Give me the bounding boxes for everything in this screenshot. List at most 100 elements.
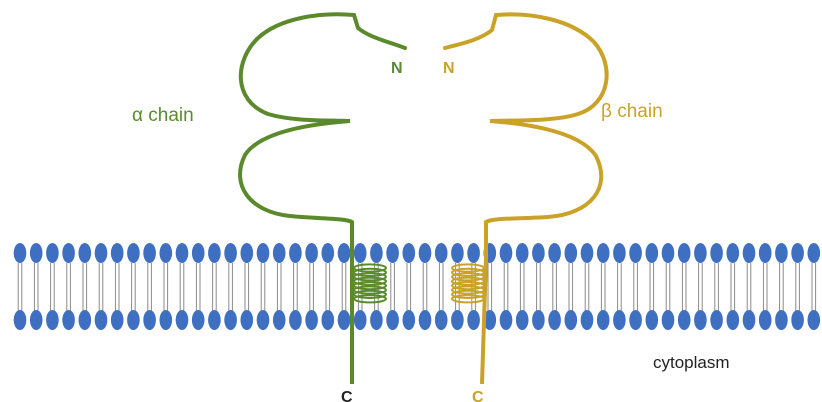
phospholipid-head <box>499 243 513 263</box>
alpha-chain <box>238 12 407 384</box>
phospholipid-head <box>370 310 383 330</box>
phospholipid-head <box>386 243 399 263</box>
phospholipid-head <box>191 310 205 330</box>
phospholipid-head <box>710 310 723 330</box>
phospholipid-head <box>29 243 43 263</box>
beta-chain <box>443 12 609 385</box>
phospholipid-head <box>386 310 399 330</box>
phospholipid-head <box>580 310 594 330</box>
helix-turn <box>353 281 387 291</box>
phospholipid-head <box>451 243 464 263</box>
phospholipid-head <box>742 310 756 330</box>
phospholipid-head <box>256 310 270 330</box>
phospholipid-head <box>661 243 675 263</box>
phospholipid-head <box>758 310 772 330</box>
cell-membrane <box>13 243 821 330</box>
phospholipid-head <box>726 243 740 263</box>
phospholipid-head <box>240 243 254 263</box>
phospholipid-head <box>418 243 432 263</box>
phospholipid-head <box>467 310 480 330</box>
beta-n-terminus-label: N <box>443 60 455 77</box>
phospholipid-head <box>499 310 513 330</box>
phospholipid-head <box>240 310 254 330</box>
phospholipid-head <box>94 243 108 263</box>
phospholipid-head <box>78 310 92 330</box>
phospholipid-head <box>272 243 286 263</box>
phospholipid-head <box>564 310 578 330</box>
helix-turn <box>451 267 485 277</box>
phospholipid-head <box>742 243 756 263</box>
phospholipid-head <box>143 310 156 330</box>
phospholipid-head <box>532 310 545 330</box>
helix-turn <box>353 276 387 286</box>
phospholipid-head <box>78 243 92 263</box>
phospholipid-head <box>807 243 821 263</box>
phospholipid-head <box>613 310 626 330</box>
helix-turn <box>353 272 387 282</box>
phospholipid-head <box>548 243 561 263</box>
phospholipid-head <box>694 310 707 330</box>
beta-transmembrane-helix <box>451 263 485 304</box>
alpha-n-terminus-label: N <box>391 60 403 77</box>
beta-chain-label: β chain <box>601 101 663 122</box>
phospholipid-head <box>208 243 221 263</box>
helix-turn <box>451 294 485 304</box>
helix-turn <box>353 294 387 304</box>
alpha-c-terminus-label: C <box>341 389 353 402</box>
phospholipid-head <box>677 310 691 330</box>
phospholipid-head <box>791 243 804 263</box>
phospholipid-head <box>46 310 59 330</box>
phospholipid-head <box>159 243 173 263</box>
phospholipid-head <box>677 243 691 263</box>
phospholipid-head <box>775 310 788 330</box>
phospholipid-head <box>208 310 221 330</box>
phospholipid-head <box>62 243 75 263</box>
phospholipid-head <box>694 243 707 263</box>
phospholipid-head <box>580 243 594 263</box>
beta-c-terminus-label: C <box>472 389 484 402</box>
phospholipid-head <box>305 310 318 330</box>
phospholipid-head <box>175 310 189 330</box>
phospholipid-head <box>110 310 124 330</box>
phospholipid-head <box>321 243 335 263</box>
phospholipid-head <box>289 310 302 330</box>
phospholipid-head <box>289 243 302 263</box>
phospholipid-head <box>46 243 59 263</box>
phospholipid-head <box>645 310 659 330</box>
helix-turn <box>353 285 387 295</box>
phospholipid-tails <box>17 263 817 313</box>
phospholipid-head <box>775 243 788 263</box>
helix-turn <box>451 281 485 291</box>
phospholipid-head <box>451 310 464 330</box>
phospholipid-head <box>418 310 432 330</box>
phospholipid-head <box>94 310 108 330</box>
phospholipid-head <box>564 243 578 263</box>
phospholipid-head <box>191 243 205 263</box>
phospholipid-head <box>613 243 626 263</box>
phospholipid-head <box>629 243 642 263</box>
helix-turn <box>451 272 485 282</box>
helix-turn <box>451 289 485 299</box>
helix-turn <box>451 263 485 273</box>
phospholipid-head <box>532 243 545 263</box>
phospholipid-head <box>596 243 610 263</box>
helix-turn <box>451 276 485 286</box>
phospholipid-head <box>661 310 675 330</box>
phospholipid-head <box>515 243 529 263</box>
phospholipid-head <box>791 310 804 330</box>
phospholipid-head <box>467 243 480 263</box>
phospholipid-head <box>629 310 642 330</box>
phospholipid-head <box>13 243 27 263</box>
phospholipid-head <box>256 243 270 263</box>
phospholipid-head <box>710 243 723 263</box>
helix-turn <box>353 289 387 299</box>
phospholipid-head <box>726 310 740 330</box>
phospholipid-head <box>224 310 237 330</box>
phospholipid-head <box>159 310 173 330</box>
phospholipid-head <box>548 310 561 330</box>
phospholipid-head <box>127 310 140 330</box>
helix-turn <box>353 263 387 273</box>
alpha-transmembrane-helix <box>353 263 387 304</box>
phospholipid-head <box>353 243 367 263</box>
